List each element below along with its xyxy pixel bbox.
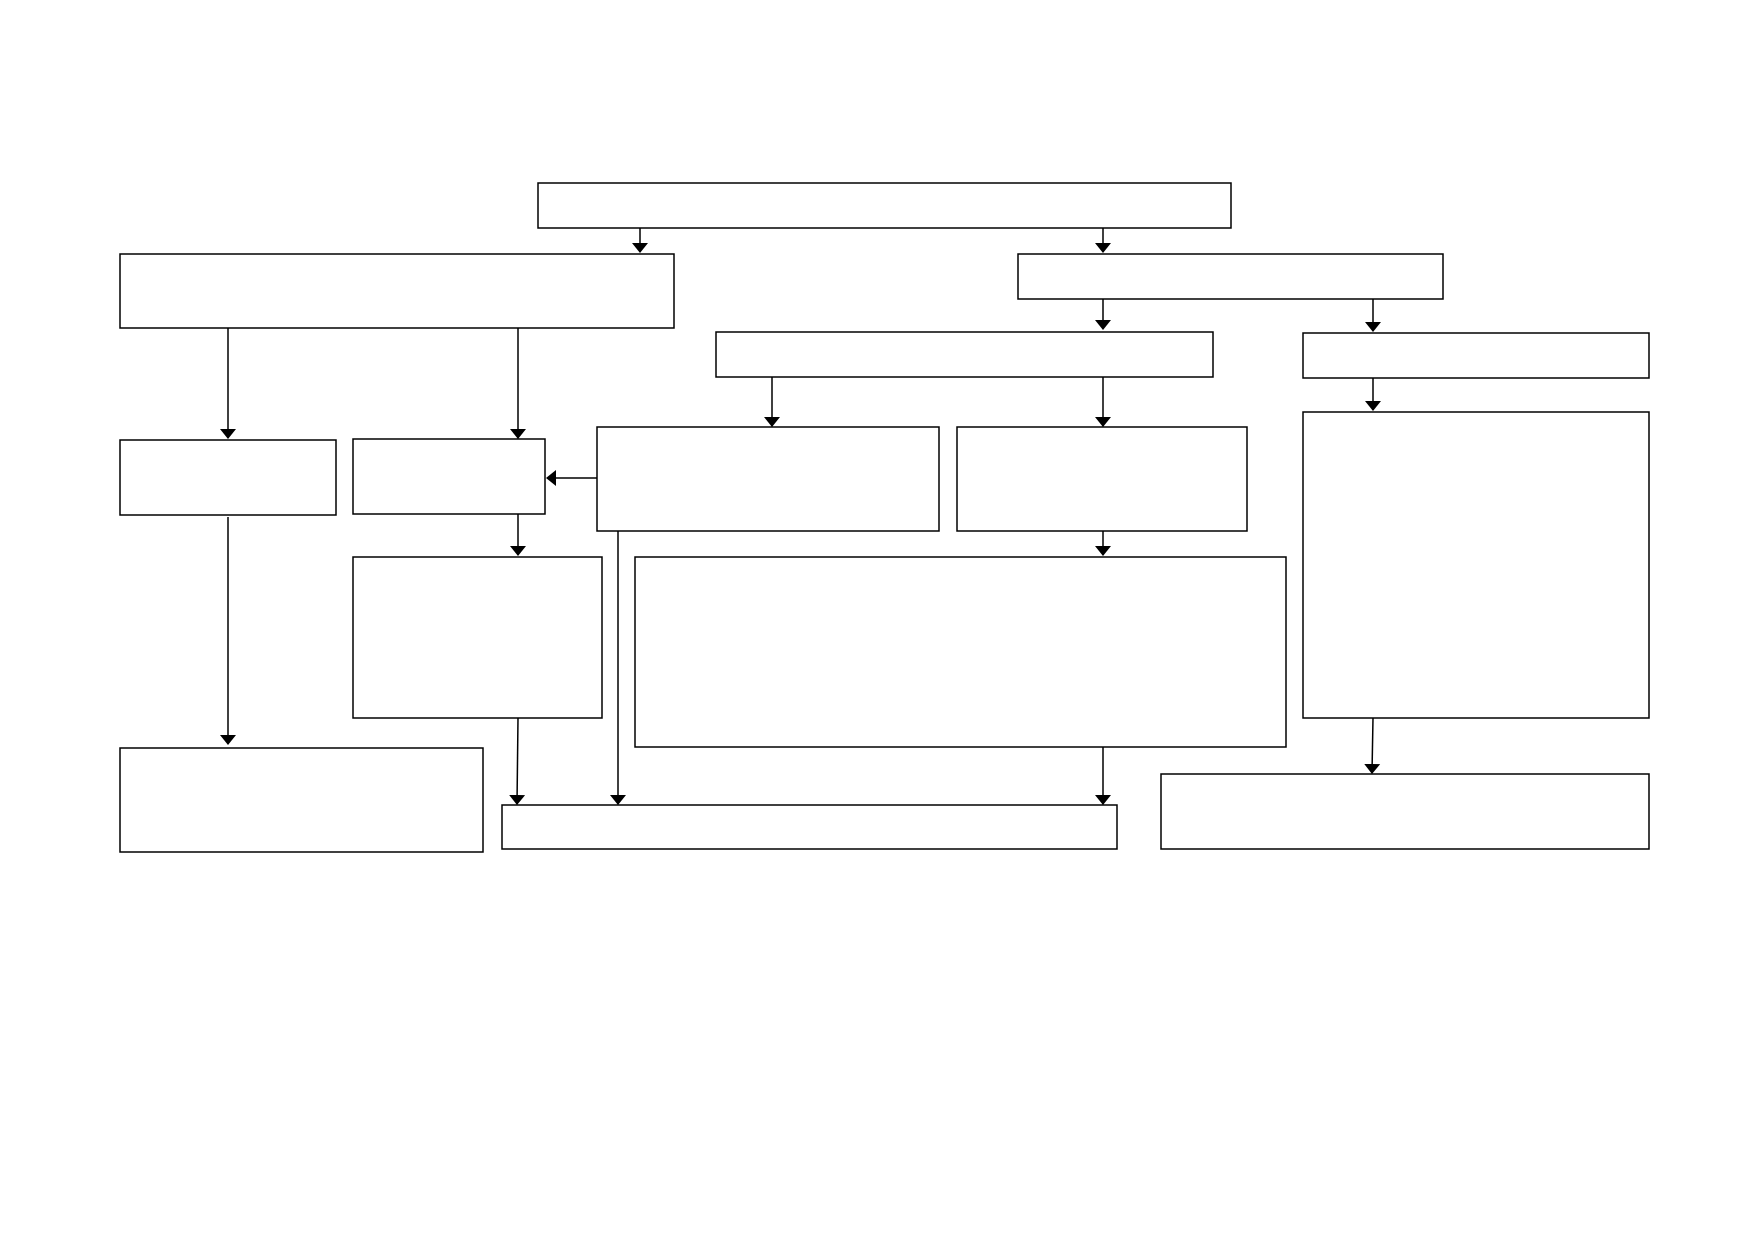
node-2 xyxy=(119,253,675,329)
node-8-box xyxy=(596,426,940,532)
node-5-box xyxy=(1302,332,1650,379)
node-6-box xyxy=(119,439,337,516)
node-9 xyxy=(956,426,1248,532)
node-4-box xyxy=(715,331,1214,378)
node-10-box xyxy=(1302,411,1650,719)
edges xyxy=(220,228,1381,805)
node-14 xyxy=(501,804,1118,850)
node-4 xyxy=(715,331,1214,378)
node-11 xyxy=(352,556,603,719)
node-1 xyxy=(537,182,1232,229)
node-3 xyxy=(1017,253,1444,300)
node-12 xyxy=(634,556,1287,748)
node-13 xyxy=(119,747,484,853)
node-10 xyxy=(1302,411,1650,719)
edge-n10-n15 xyxy=(1364,717,1381,774)
node-7-box xyxy=(352,438,546,515)
node-7 xyxy=(352,438,546,515)
edge-n11-n14 xyxy=(509,717,526,805)
node-12-box xyxy=(634,556,1287,748)
node-15-box xyxy=(1160,773,1650,850)
node-5 xyxy=(1302,332,1650,379)
node-15 xyxy=(1160,773,1650,850)
node-2-box xyxy=(119,253,675,329)
node-11-box xyxy=(352,556,603,719)
node-1-box xyxy=(537,182,1232,229)
node-14-box xyxy=(501,804,1118,850)
node-8 xyxy=(596,426,940,532)
node-3-box xyxy=(1017,253,1444,300)
node-13-box xyxy=(119,747,484,853)
node-9-box xyxy=(956,426,1248,532)
node-6 xyxy=(119,439,337,516)
nodes xyxy=(119,182,1650,853)
